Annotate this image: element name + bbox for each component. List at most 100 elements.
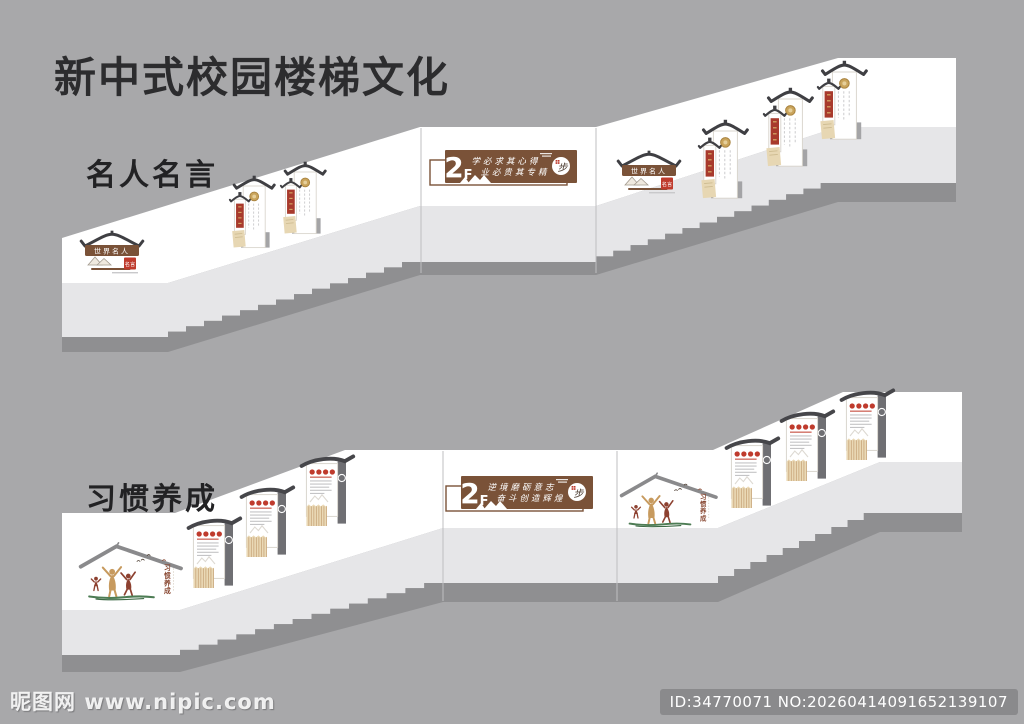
roof-eave-icon [279,181,302,189]
wall-skirting [62,462,962,655]
mountain-watermark [196,555,216,565]
body-text-line [197,548,217,550]
title-dot [262,500,269,506]
roof-finial [773,105,777,110]
banner-gilt-text [826,94,831,114]
body-text-line [790,441,810,443]
figures-plaque: 习惯养成 [78,542,183,601]
birds-icon [674,483,688,492]
grass-line [88,595,155,599]
roof-eave-icon [616,152,682,168]
paper-scroll [283,216,297,234]
paper [701,179,717,199]
body-text-line [310,483,332,485]
roof-finial [303,161,307,166]
mountain-watermark [249,524,269,534]
body-text-line [850,417,872,419]
body-text-line [850,426,865,428]
title-dot [809,424,815,430]
stair-steps [62,513,962,672]
seal-mark [573,486,576,488]
banner-gilt-text [707,153,712,173]
child-figure-small [90,576,102,592]
body-text-line [250,523,265,525]
title-dot [249,500,255,506]
emblem-icon [817,428,826,438]
title-dot [862,403,869,409]
quote-text-lines [718,150,731,180]
banner-gilt-text [289,192,293,210]
mountain-watermark [734,475,754,485]
fine-print [542,155,551,157]
title-dot [316,469,322,475]
roof-finial [647,150,651,154]
roof-eave-icon [228,195,251,203]
seal-mark [557,160,560,162]
title-dot [209,531,216,537]
body-text-line [790,435,812,437]
roof-finial [723,119,728,124]
page-title: 新中式校园楼梯文化 [54,53,451,102]
emblem-icon [277,504,286,514]
title-dot [203,531,209,537]
medallion-center [723,140,728,145]
body-text-line [735,474,750,476]
title-dot [741,451,747,457]
body-text-line [197,551,219,553]
title-dot [747,451,754,457]
body-text-line [790,447,805,449]
bird-icon [161,559,167,562]
roof-finial [110,230,114,234]
paper-lines [823,123,832,129]
roof-eave-icon [816,81,841,90]
body-text-line [735,462,757,464]
quote-text-lines [783,118,796,148]
roof-peak-tick [115,542,120,548]
seal-tag [124,257,136,270]
paper-scroll [766,147,782,167]
title-dot [322,469,329,475]
subtitle-line [250,507,272,509]
board-post [277,492,286,555]
body-text-line [790,438,812,440]
quote-board [279,161,327,235]
roof-eave-icon [239,485,296,499]
title-dot [869,403,875,409]
title-dot [216,531,222,537]
body-text-line [250,511,272,513]
quote-board [228,175,276,249]
mountain-watermark [849,427,869,437]
paper-lines [234,233,243,238]
seal-tag-text: 名言 [125,260,135,268]
body-text-line [197,542,219,544]
section-label-habit-formation: 习惯养成 [86,482,218,517]
roof-eave-icon [701,122,749,135]
paper-scroll [820,120,836,140]
body-text-line [850,420,870,422]
emblem-icon [762,455,771,465]
title-dot [802,424,809,430]
seal-mark [573,488,576,490]
quote-board [697,119,749,199]
subtitle-line [310,476,332,478]
banner-gilt-text [772,121,777,141]
watermark-brand: 昵图网 [10,690,76,714]
emblem-icon [337,473,346,483]
roof-finial [708,137,712,142]
seal-tag-text: 名言 [662,180,672,188]
mountain-icon [624,176,640,186]
emblem-icon [877,407,886,417]
paper [283,216,297,234]
floor-sign: 2 F 逆境磨砺意志 奋斗创造辉煌 步 [445,476,593,512]
plaque-bar [85,245,139,256]
motto-line-1: 逆境磨砺意志 [487,482,556,493]
title-dot [734,451,740,457]
sign-plate [461,476,593,509]
habit-board [186,516,243,589]
plaque-bar [622,165,676,176]
habit-board [839,388,896,461]
body-text-line [850,423,872,425]
title-dot [849,403,855,409]
title-dot [196,531,202,537]
body-text-line [250,517,270,519]
